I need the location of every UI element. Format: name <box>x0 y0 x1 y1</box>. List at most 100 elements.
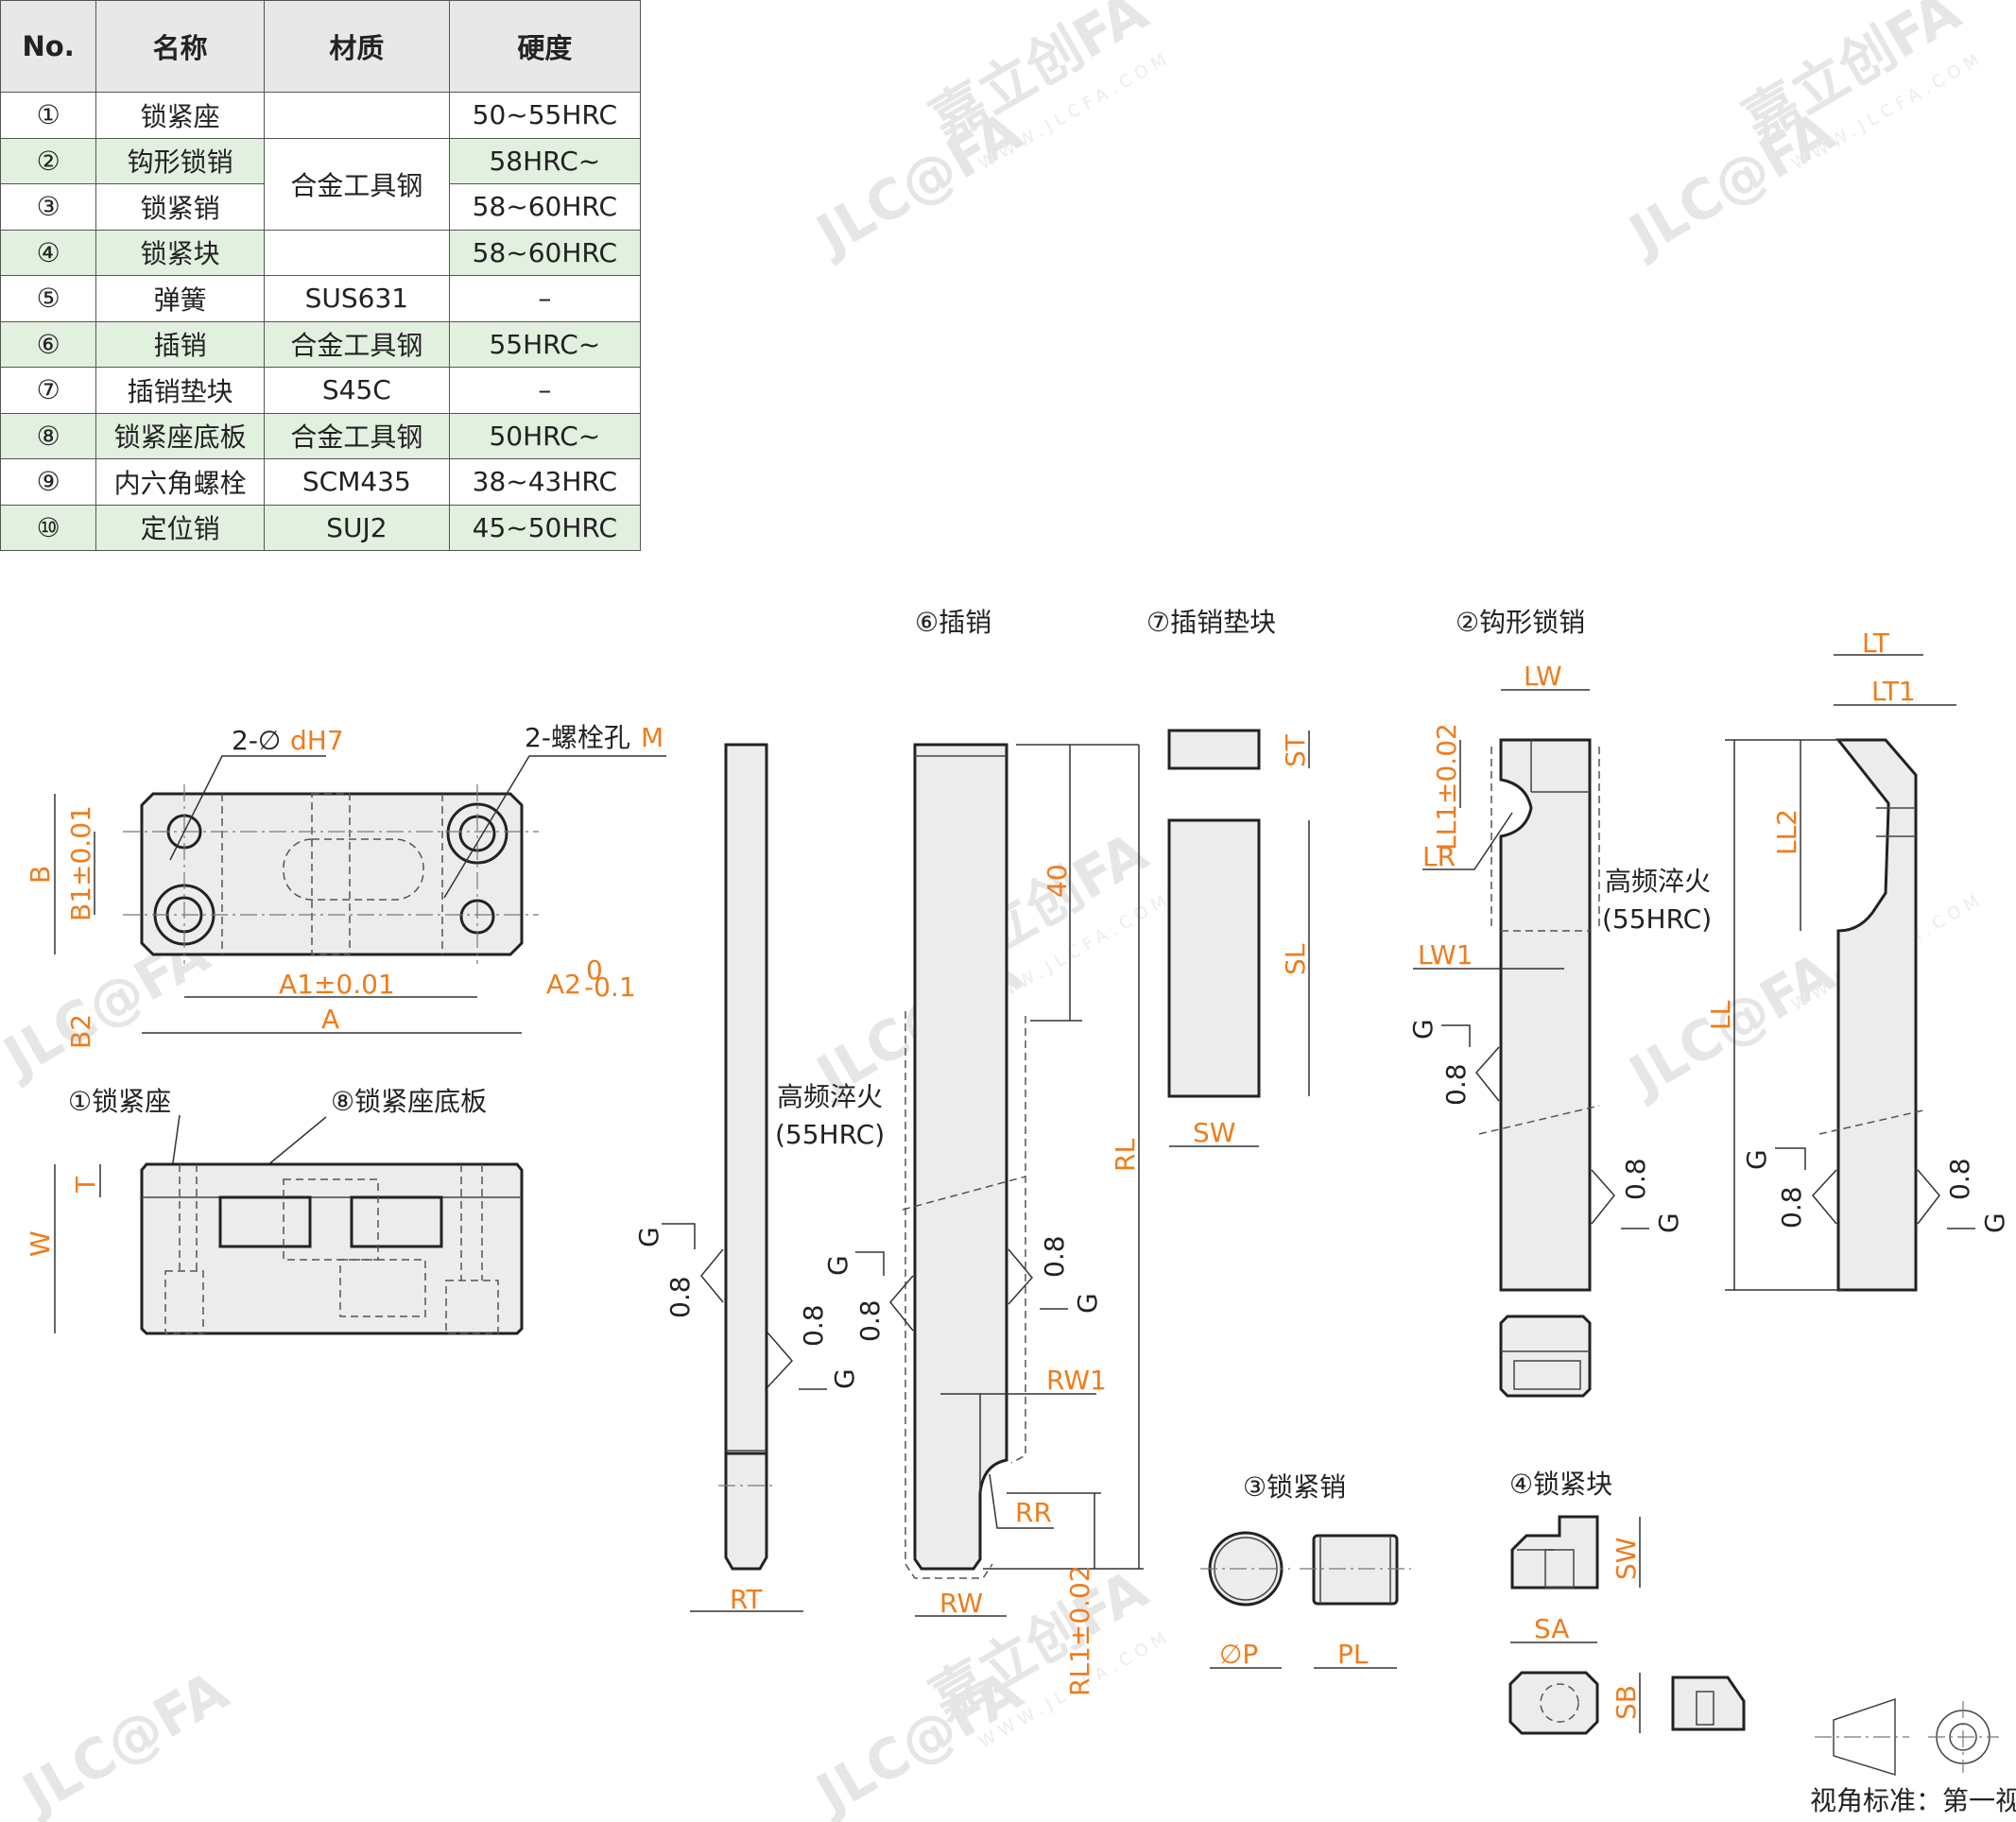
slot-2 <box>350 1195 443 1248</box>
dim-LT: LT <box>1862 627 1890 659</box>
hook-bottom-pocket <box>1513 1360 1581 1390</box>
table-row: ③ 锁紧销 58~60HRC <box>0 183 642 231</box>
hidden-block <box>339 1259 426 1317</box>
dim-RR: RR <box>1015 1497 1052 1528</box>
hardening-note-1: 高频淬火 <box>777 1081 883 1112</box>
roughness-value: 0.8 <box>854 1299 886 1342</box>
view-standard: 视角标准：第一视角 <box>1810 1785 2016 1816</box>
cone-icon <box>1833 1697 1896 1777</box>
hidden-bolt <box>164 1270 204 1334</box>
dim-RW1: RW1 <box>1046 1365 1107 1396</box>
hidden-slot <box>311 793 351 955</box>
pin-title: ⑥插销 <box>915 607 991 638</box>
roughness-value: 0.8 <box>1620 1158 1651 1200</box>
hidden-bore <box>1540 1683 1579 1723</box>
dim-ST: ST <box>1280 733 1311 767</box>
roughness-value: 0.8 <box>1440 1063 1472 1106</box>
hook-pin-title: ②钩形锁销 <box>1456 607 1585 638</box>
cell-material <box>263 92 450 139</box>
table-row: ⑥ 插销 合金工具钢 55HRC~ <box>0 320 642 368</box>
leader-line <box>169 755 326 861</box>
roughness-grade: G <box>1072 1293 1103 1314</box>
dim-RW: RW <box>939 1588 983 1619</box>
hook-pin-view: ②钩形锁销 LW LL1±0.02 LR LW1 高频淬火 (55HRC) 0.… <box>1407 607 1712 1398</box>
dim-A1: A1±0.01 <box>279 969 395 1000</box>
leader-line <box>1422 812 1513 870</box>
roughness-grade: G <box>1653 1212 1684 1233</box>
dim-T: T <box>70 1176 101 1194</box>
dim-RL: RL <box>1110 1139 1141 1172</box>
cell-no: ③ <box>0 183 97 231</box>
cell-hardness: 58HRC~ <box>448 137 642 184</box>
break-line <box>1478 1105 1600 1135</box>
roughness-symbol <box>1008 1248 1068 1310</box>
roughness-symbol <box>855 1251 914 1332</box>
pin-outline <box>913 743 1008 1571</box>
dim-LW: LW <box>1524 661 1562 692</box>
roughness-symbol <box>1591 1169 1649 1229</box>
lock-block-front <box>1510 1515 1599 1590</box>
cell-hardness: 38~43HRC <box>448 458 642 506</box>
roughness-grade: G <box>1741 1149 1772 1170</box>
hook-pin-side-view: LT LT1 LL2 LL 0.8 G 0.8 G <box>1705 627 2010 1292</box>
cell-no: ⑩ <box>0 504 97 551</box>
watermark-logo: JLC@FA <box>9 1659 239 1822</box>
cell-material: SCM435 <box>263 458 450 506</box>
dim-A2-tol-lower: -0.1 <box>584 971 636 1003</box>
pin-block-view: ⑦插销垫块 ST SL SW <box>1146 607 1311 1148</box>
cell-material: S45C <box>263 367 450 414</box>
pin-block-top <box>1167 729 1261 770</box>
header-hardness: 硬度 <box>448 0 642 93</box>
leader-line <box>989 1473 1054 1529</box>
lock-block-bore <box>1544 1549 1575 1589</box>
pin-block-title: ⑦插销垫块 <box>1146 607 1276 638</box>
cell-name: 锁紧销 <box>95 183 265 231</box>
cell-name: 钩形锁销 <box>95 137 265 184</box>
roughness-grade: G <box>633 1227 664 1247</box>
dim-LT1: LT1 <box>1871 676 1916 707</box>
bolt-hole-dim: M <box>641 722 663 753</box>
seat-plate-title: ⑧锁紧座底板 <box>331 1086 487 1117</box>
pin-side-outline <box>724 743 768 1455</box>
table-header-row: No. 名称 材质 硬度 <box>0 0 642 93</box>
cell-hardness: 58~60HRC <box>448 183 642 231</box>
dim-LR: LR <box>1422 841 1456 872</box>
lock-block-side <box>1671 1676 1746 1731</box>
dim-P: ∅P <box>1219 1639 1258 1670</box>
roughness-symbol <box>767 1332 827 1390</box>
leader-line <box>443 755 666 899</box>
hidden-slot <box>283 838 424 901</box>
cell-material <box>263 229 450 276</box>
roughness-value: 0.8 <box>798 1304 829 1347</box>
lock-pin-side-view <box>1312 1534 1399 1606</box>
lock-seat-title: ①锁紧座 <box>68 1086 171 1117</box>
lock-block-title: ④锁紧块 <box>1509 1469 1612 1500</box>
pin-front-view: ⑥插销 高频淬火 (55HRC) 0.8 G 0.8 G 40 RL RL1±0… <box>775 607 1144 1696</box>
table-row: ① 锁紧座 50~55HRC <box>0 92 642 139</box>
cell-name: 内六角螺栓 <box>95 458 265 506</box>
cell-material: 合金工具钢 <box>263 412 450 459</box>
lock-pin-title: ③锁紧销 <box>1243 1471 1346 1503</box>
lock-block-top <box>1508 1671 1599 1735</box>
hidden-pin <box>283 1178 379 1261</box>
spec-table: No. 名称 材质 硬度 ① 锁紧座 50~55HRC ② 钩形锁销 合金工具钢… <box>0 0 642 551</box>
roughness-symbol <box>1775 1147 1837 1225</box>
dim-PL: PL <box>1337 1639 1369 1670</box>
cell-no: ⑦ <box>0 367 97 414</box>
cell-hardness: 58~60HRC <box>448 229 642 276</box>
roughness-value: 0.8 <box>1944 1158 1975 1200</box>
roughness-symbol <box>662 1223 724 1303</box>
roughness-symbol <box>1917 1169 1975 1229</box>
lock-block-view: ④锁紧块 SW SA SB <box>1508 1469 1746 1735</box>
dim-B: B <box>25 866 56 884</box>
hardening-note-2: (55HRC) <box>1602 903 1712 935</box>
dim-LL1: LL1±0.02 <box>1431 723 1462 851</box>
seat-front-outline <box>140 1162 524 1335</box>
hook-pin-front <box>1499 738 1592 1292</box>
bolt-hole-label: 2-螺栓孔 <box>525 722 630 753</box>
roughness-value: 0.8 <box>1039 1235 1070 1278</box>
lock-seat-top-view: 2-∅ dH7 2-螺栓孔 M B B1±0.01 A1±0.01 A2 0 -… <box>25 722 666 1049</box>
dim-B2: B2 <box>65 1014 96 1049</box>
pin-tip <box>724 1452 768 1571</box>
